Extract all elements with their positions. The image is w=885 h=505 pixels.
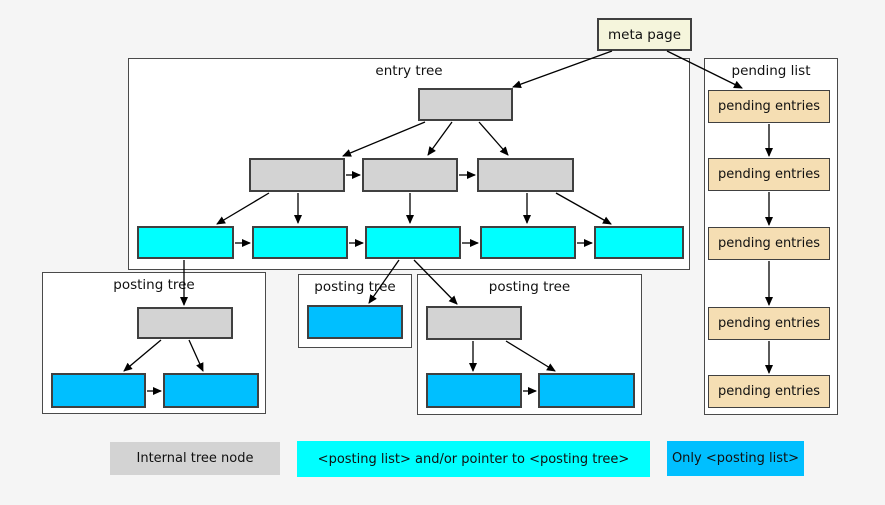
entry-tree-internal-node-2 [362, 158, 458, 192]
legend-only-posting-list: Only <posting list> [667, 441, 804, 476]
posting-tree-1-title: posting tree [113, 277, 195, 293]
entry-tree-internal-node-3 [477, 158, 574, 192]
entry-tree-leaf-node-4 [480, 226, 576, 259]
entry-tree-leaf-node-1 [137, 226, 234, 259]
legend-internal-tree-node: Internal tree node [110, 442, 280, 475]
legend-posting-list-or-pointer: <posting list> and/or pointer to <postin… [297, 441, 650, 477]
posting-tree-1-leaf-node-2 [163, 373, 259, 408]
pending-entries-node-2: pending entries [708, 158, 830, 191]
pending-entries-node-3: pending entries [708, 227, 830, 260]
entry-tree-title: entry tree [375, 63, 443, 79]
posting-tree-3-leaf-node-2 [538, 373, 635, 408]
entry-tree-leaf-node-3 [365, 226, 461, 259]
posting-tree-2-leaf-node [307, 305, 403, 339]
posting-tree-1-root-node [137, 307, 233, 339]
posting-tree-2-title: posting tree [314, 279, 396, 295]
posting-tree-1-leaf-node-1 [51, 373, 146, 408]
entry-tree-internal-node-1 [249, 158, 345, 192]
entry-tree-leaf-node-2 [252, 226, 348, 259]
entry-tree-root-node [418, 88, 513, 121]
entry-tree-leaf-node-5 [594, 226, 684, 259]
pending-entries-node-4: pending entries [708, 307, 830, 340]
posting-tree-3-title: posting tree [488, 279, 571, 295]
meta-page-node: meta page [597, 18, 692, 51]
pending-entries-node-1: pending entries [708, 90, 830, 123]
posting-tree-3-leaf-node-1 [426, 373, 522, 408]
pending-entries-node-5: pending entries [708, 375, 830, 408]
pending-list-title: pending list [731, 63, 811, 79]
posting-tree-3-root-node [426, 306, 522, 340]
